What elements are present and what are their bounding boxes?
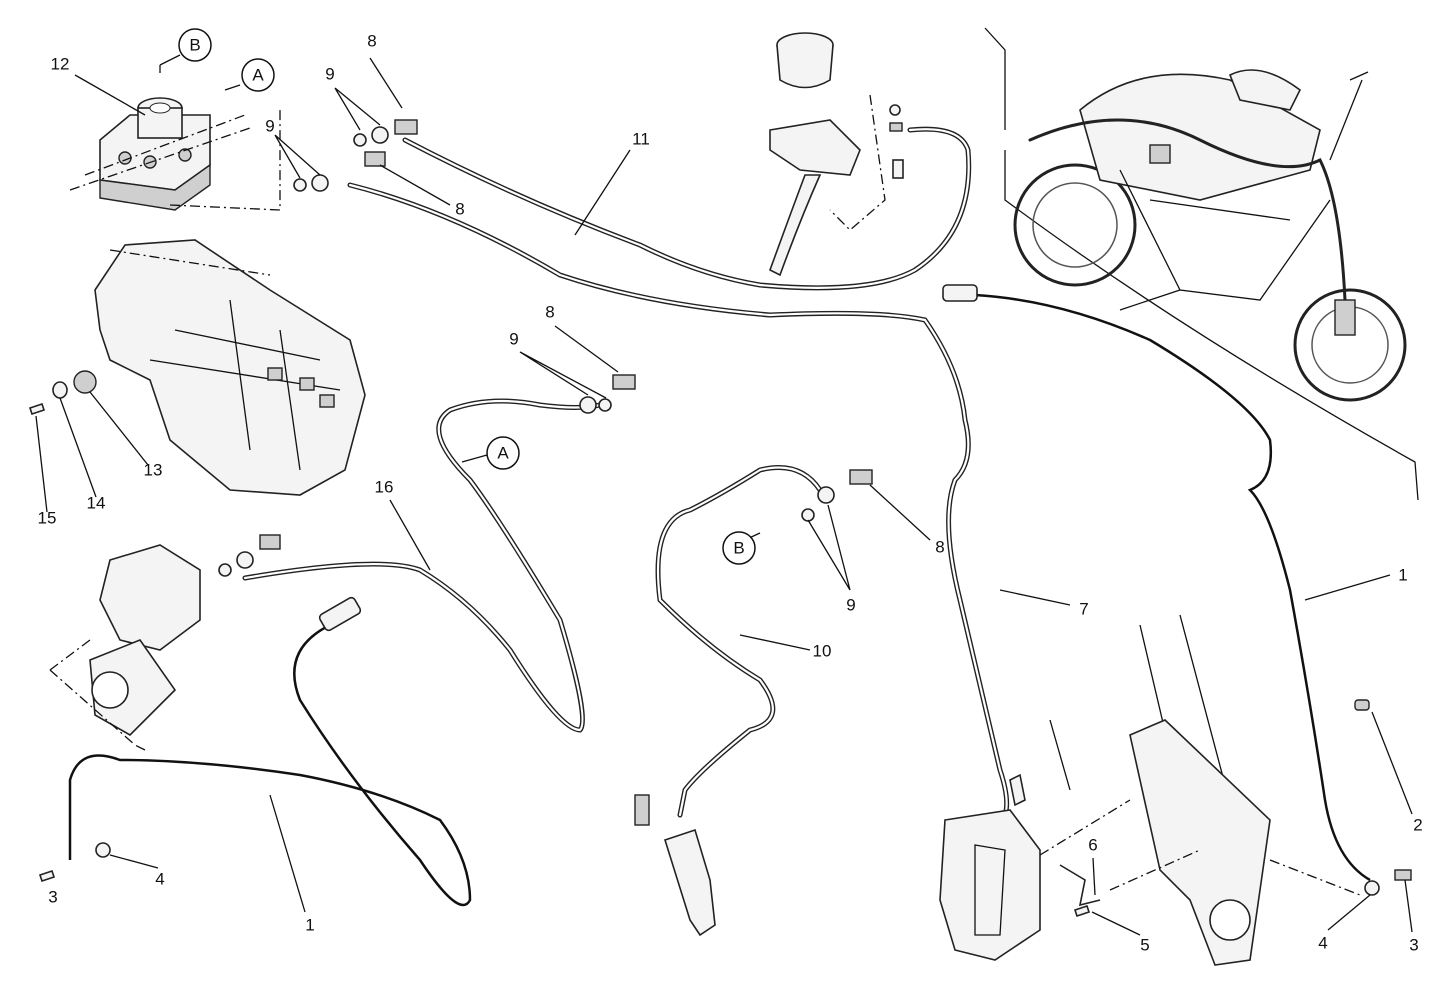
ref-circle-b [178,28,212,62]
rear-master-cylinder [634,794,716,937]
callout-10: 10 [813,641,832,660]
ref-label-a: A [497,443,509,462]
reference-markers: B A A B [178,28,756,565]
callout-1: 1 [305,915,314,934]
callout-9: 9 [846,595,855,614]
callout-8: 8 [935,537,944,556]
cable-clip [1354,699,1370,711]
callout-15: 15 [38,508,57,527]
callout-2: 2 [1413,815,1422,834]
callout-5: 5 [1140,935,1149,954]
callout-3: 3 [48,887,57,906]
assembly-line [69,110,281,276]
callout-1: 1 [1398,565,1407,584]
abs-sensor-cable-front [974,293,1371,882]
callout-12: 12 [51,54,70,73]
front-brake-caliper [939,719,1071,961]
front-sensor [942,284,978,302]
ref-circle-b [722,531,756,565]
rear-sensor [318,596,362,632]
grommet-washer-screw [28,370,97,416]
callout-14: 14 [87,493,106,512]
callout-9: 9 [265,116,274,135]
callout-4: 4 [1318,933,1327,952]
abs-mounting-bracket [94,239,366,496]
ref-label-a: A [252,65,264,84]
callout-6: 6 [1088,835,1097,854]
callout-3: 3 [1409,935,1418,954]
callout-9: 9 [509,329,518,348]
callout-numbers: 12 8 9 9 8 11 8 9 16 15 14 13 8 9 7 1 10… [38,31,1423,954]
front-brake-master-cylinder [769,32,904,277]
ref-circle-a [486,436,520,470]
screw [1394,869,1412,881]
rear-brake-caliper [49,544,201,751]
callout-13: 13 [144,460,163,479]
brake-hoses [68,126,1371,907]
banjo-bolts-washers [218,119,873,577]
callout-16: 16 [375,477,394,496]
hose-11 [402,126,972,291]
washer [95,842,111,858]
callout-8: 8 [455,199,464,218]
hose-7 [347,182,1010,818]
ref-label-b: B [189,35,200,54]
callout-11: 11 [632,129,650,148]
callout-8: 8 [367,31,376,50]
callout-leaders [74,54,1413,936]
abs-control-unit [99,97,211,211]
ref-circle-a [241,58,275,92]
ref-label-b: B [733,538,744,557]
callout-9: 9 [325,64,334,83]
screw [1073,904,1091,918]
hose-10 [655,465,823,818]
callout-7: 7 [1079,599,1088,618]
callout-4: 4 [155,869,164,888]
abs-sensor-cable-rear [68,623,472,907]
front-fork-leg [1039,614,1361,966]
screw [38,869,56,883]
callout-8: 8 [545,302,554,321]
motorcycle-inset-illustration [984,27,1419,501]
callout-leader [35,391,149,513]
front-sensor-mount [1364,880,1380,896]
